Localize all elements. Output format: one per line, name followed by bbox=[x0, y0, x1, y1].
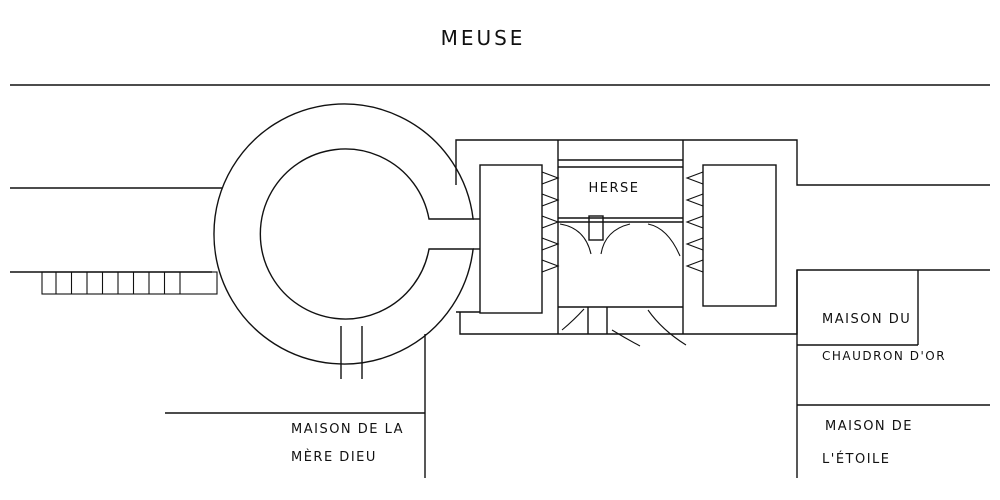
arrow-slit bbox=[685, 193, 704, 207]
door-swings bbox=[559, 223, 687, 347]
central-passage bbox=[557, 140, 684, 334]
arrow-slit bbox=[541, 237, 560, 251]
arrow-slit bbox=[541, 193, 560, 207]
house-etoile-label-1: MAISON DE bbox=[825, 419, 913, 434]
bridge-deck bbox=[41, 271, 218, 295]
left-arrow-slits bbox=[541, 171, 560, 273]
house-chaudron-label-1: MAISON DU bbox=[822, 312, 911, 327]
left-gate-tower bbox=[479, 164, 543, 314]
river-label: MEUSE bbox=[441, 26, 526, 50]
portcullis-label: HERSE bbox=[589, 181, 640, 196]
arrow-slit bbox=[541, 171, 560, 185]
house-etoile-label-2: L'ÉTOILE bbox=[822, 451, 891, 467]
tower-passage bbox=[340, 326, 363, 379]
arrow-slit bbox=[541, 215, 560, 229]
right-gate-tower bbox=[702, 164, 777, 307]
house-mere-dieu-outline bbox=[165, 334, 426, 478]
house-chaudron-label-2: CHAUDRON D'OR bbox=[822, 349, 946, 363]
house-mere-dieu-label-1: MAISON DE LA bbox=[291, 422, 404, 437]
arrow-slit bbox=[685, 171, 704, 185]
arrow-slit bbox=[685, 259, 704, 273]
house-chaudron-outline bbox=[797, 270, 919, 346]
house-mere-dieu-label-2: MÈRE DIEU bbox=[291, 449, 377, 465]
gatehouse-outer-wall bbox=[455, 139, 990, 186]
arrow-slit bbox=[685, 215, 704, 229]
portcullis-block bbox=[588, 215, 604, 241]
arrow-slit bbox=[541, 259, 560, 273]
arrow-slit bbox=[685, 237, 704, 251]
bridge-arches bbox=[55, 272, 181, 294]
left-bridge bbox=[41, 271, 218, 295]
right-arrow-slits bbox=[685, 171, 704, 273]
round-tower bbox=[213, 103, 474, 365]
